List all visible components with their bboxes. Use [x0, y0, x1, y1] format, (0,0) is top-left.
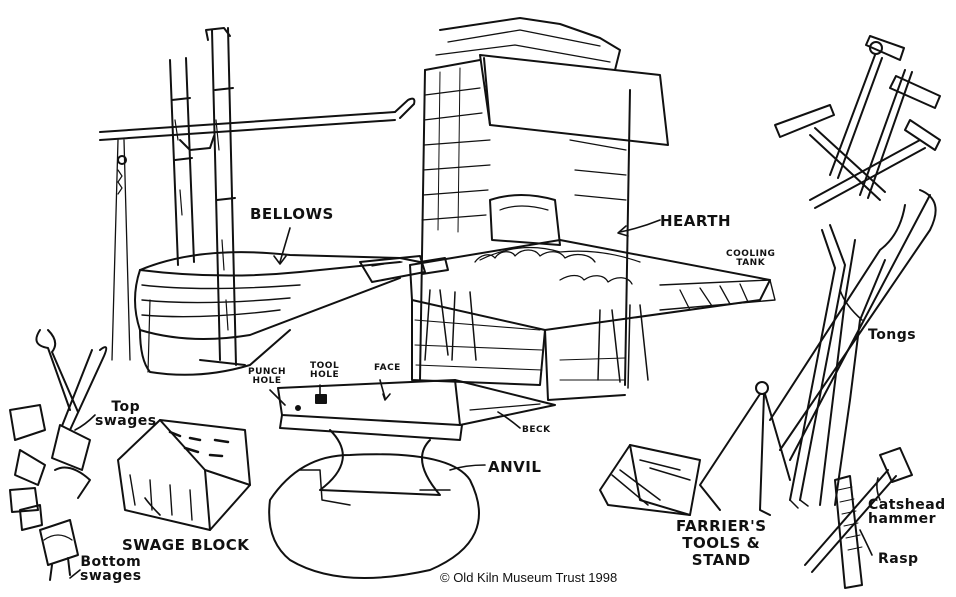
label-punch-hole-line2: HOLE — [252, 376, 282, 386]
label-top-swages-line1: Top — [111, 399, 141, 415]
label-tool-hole-line2: HOLE — [310, 370, 340, 380]
top-swages — [10, 330, 106, 512]
tongs — [770, 190, 936, 508]
label-bottom-swages: Bottom swages — [80, 555, 142, 583]
label-anvil: ANVIL — [488, 458, 542, 476]
label-farriers-line2: TOOLS & — [682, 534, 761, 552]
swage-block — [118, 420, 250, 530]
label-cooling-tank: COOLING TANK — [726, 250, 775, 268]
farriers-tools-stand — [600, 382, 790, 515]
label-bottom-swages-line1: Bottom — [80, 554, 142, 570]
label-tool-hole: TOOL HOLE — [310, 362, 339, 380]
label-cooling-tank-line1: COOLING — [726, 249, 776, 259]
bottom-swages — [20, 505, 78, 580]
label-bellows: BELLOWS — [250, 205, 334, 223]
label-farriers-line1: FARRIER'S — [676, 517, 767, 535]
label-top-swages-line2: swages — [95, 413, 157, 429]
label-rasp: Rasp — [878, 551, 919, 567]
label-catshead-line2: hammer — [868, 511, 936, 527]
bellows-frame — [100, 28, 414, 365]
label-tool-hole-line1: TOOL — [310, 361, 340, 371]
label-cooling-tank-line2: TANK — [736, 258, 766, 268]
label-catshead-line1: Catshead — [868, 497, 946, 513]
hearth — [410, 18, 775, 400]
label-swage-block: SWAGE BLOCK — [122, 536, 250, 554]
copyright-notice: © Old Kiln Museum Trust 1998 — [440, 570, 618, 585]
label-farriers-tools-stand: FARRIER'S TOOLS & STAND — [676, 518, 767, 569]
label-catshead-hammer: Catshead hammer — [868, 498, 946, 526]
label-farriers-line3: STAND — [691, 551, 751, 569]
hammers — [775, 36, 940, 208]
catshead-hammer-and-rasp — [805, 448, 912, 588]
label-beck: BECK — [522, 425, 551, 435]
label-tongs: Tongs — [868, 327, 917, 343]
callout-arrows — [70, 220, 880, 578]
label-punch-hole: PUNCH HOLE — [248, 368, 286, 386]
label-hearth: HEARTH — [660, 212, 732, 230]
label-face: FACE — [374, 363, 401, 373]
label-top-swages: Top swages — [95, 400, 157, 428]
bellows — [135, 252, 448, 375]
label-bottom-swages-line2: swages — [80, 568, 142, 584]
label-punch-hole-line1: PUNCH — [248, 367, 287, 377]
anvil — [269, 380, 555, 578]
